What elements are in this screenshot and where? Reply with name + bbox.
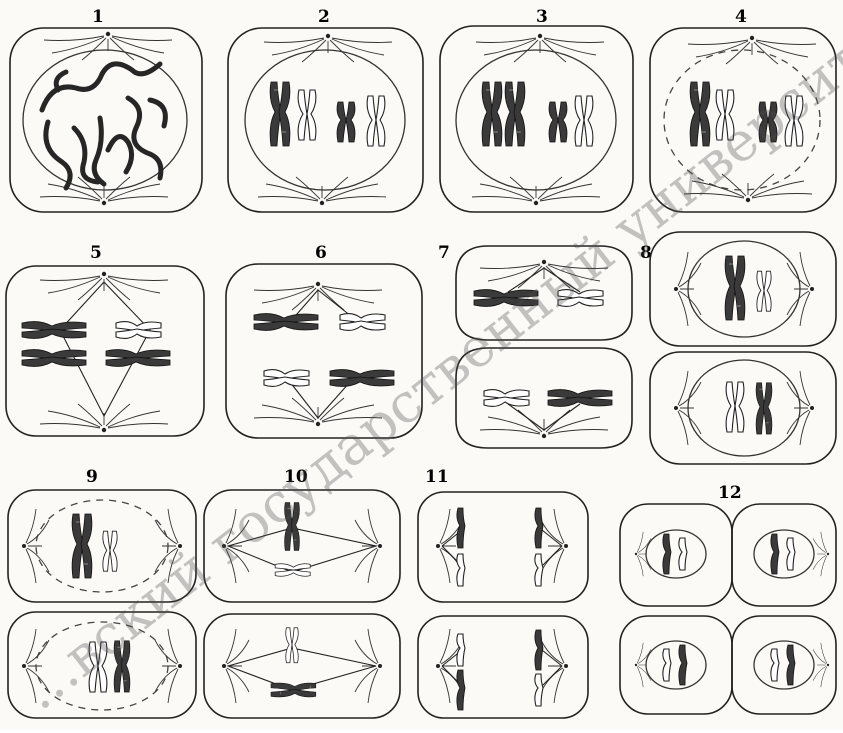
stage-11-cells xyxy=(418,492,588,718)
stage-label-1: 1 xyxy=(92,7,104,27)
stage-1-chromatin xyxy=(42,64,165,188)
stage-label-5: 5 xyxy=(90,243,102,263)
stage-1-cell xyxy=(10,28,202,212)
stage-12-cells xyxy=(620,504,836,714)
stage-8-cells xyxy=(650,232,836,464)
stage-3-cell xyxy=(440,26,633,212)
stage-5-cell xyxy=(6,266,204,436)
stage-label-2: 2 xyxy=(318,7,330,27)
stage-label-4: 4 xyxy=(735,7,747,27)
stage-label-12: 12 xyxy=(718,483,742,503)
stage-label-11: 11 xyxy=(425,467,449,487)
stage-label-7: 7 xyxy=(438,243,450,263)
stage-2-cell xyxy=(228,28,423,212)
stage-label-6: 6 xyxy=(315,243,327,263)
stage-label-9: 9 xyxy=(86,467,98,487)
stage-label-3: 3 xyxy=(536,7,548,27)
